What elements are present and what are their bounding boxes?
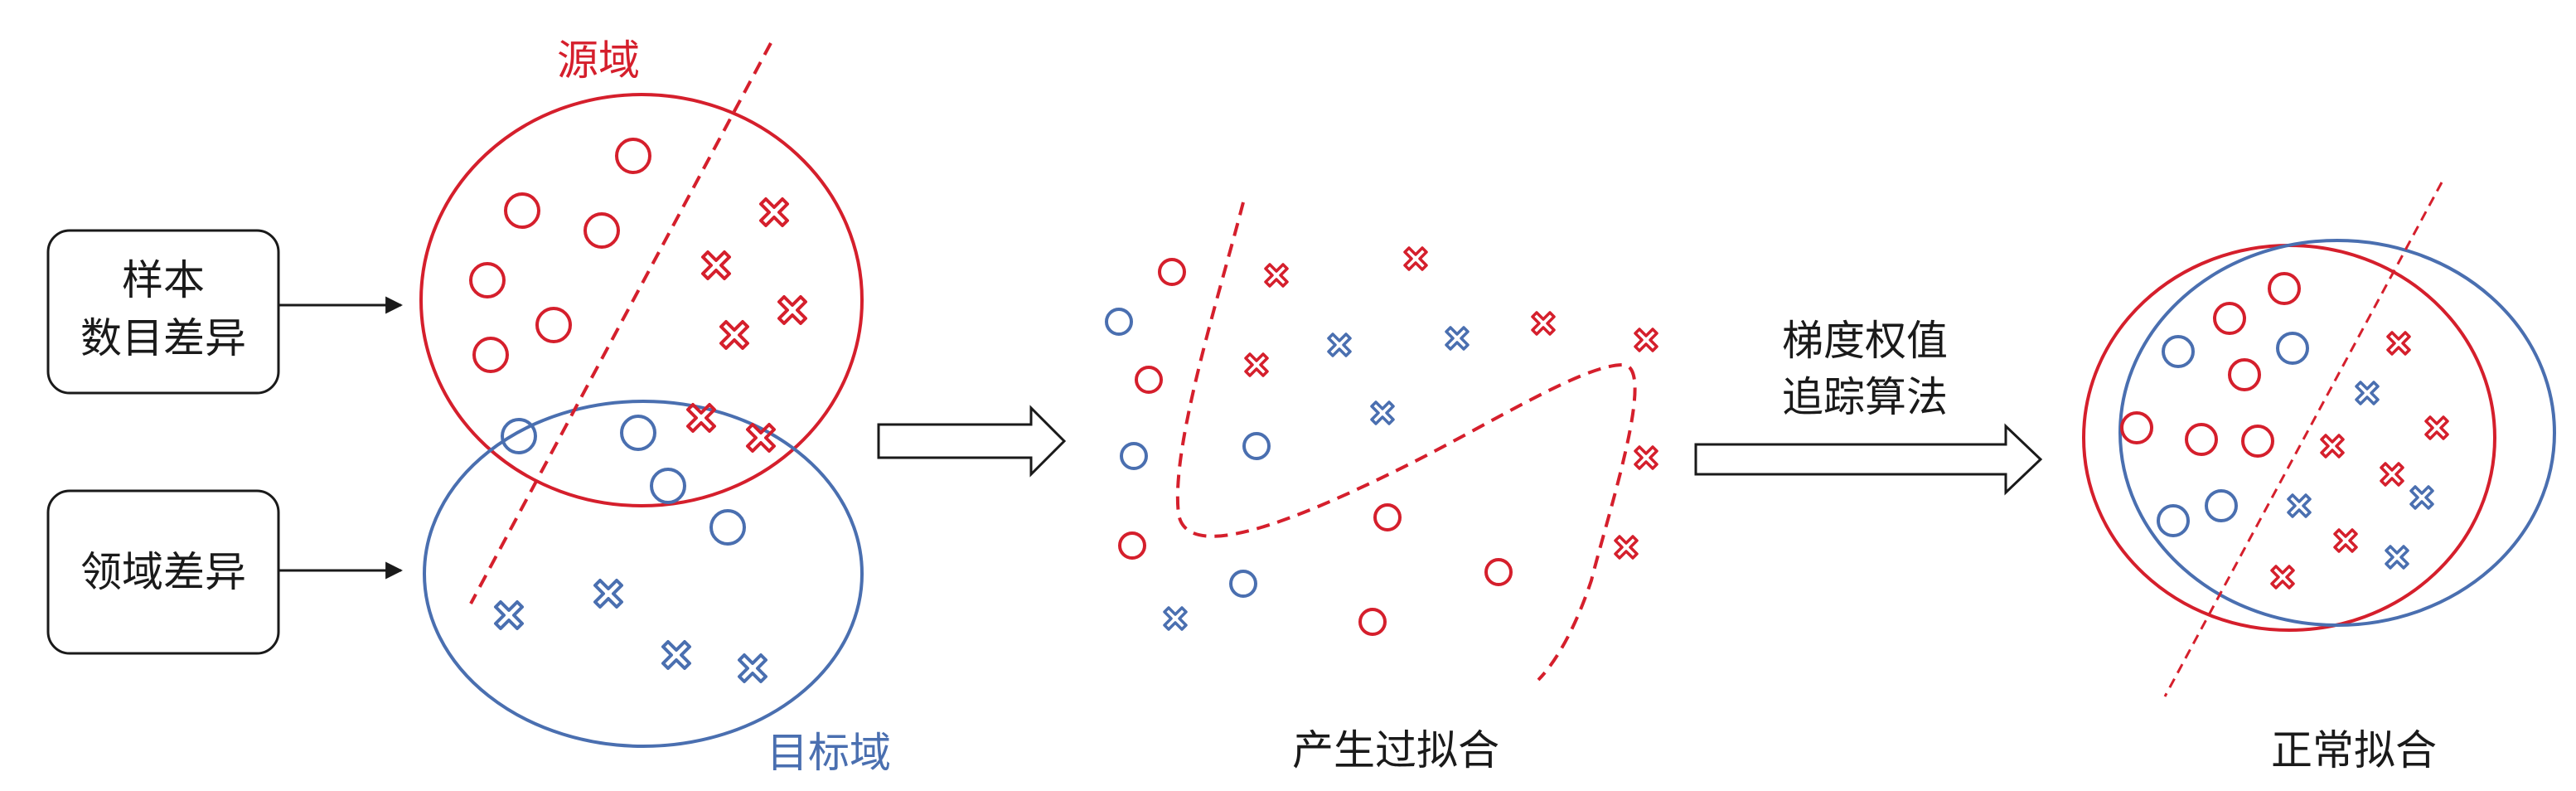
overfit-red-circles [1118, 258, 1513, 636]
method-label-line2: 追踪算法 [1782, 373, 1948, 421]
domain-diff-box: 领域差异 [46, 489, 280, 655]
overfit-blue-circles [1105, 308, 1271, 598]
method-label-line1: 梯度权值 [1782, 317, 1948, 365]
sample-diff-label-line1: 样本 [122, 256, 205, 304]
normal-decision-boundary [2163, 182, 2443, 697]
target-circle-samples [501, 415, 746, 546]
source-domain-ellipse [419, 93, 864, 507]
sample-diff-label-line2: 数目差异 [80, 314, 246, 362]
overfit-boundary [1175, 201, 1637, 682]
normal-red-crosses [2270, 331, 2449, 590]
target-domain-label: 目标域 [767, 729, 891, 777]
target-cross-samples [494, 579, 767, 683]
source-cross-samples [686, 197, 807, 453]
normal-red-circles [2120, 272, 2301, 458]
source-domain-label: 源域 [557, 36, 640, 85]
sample-count-diff-box: 样本 数目差异 [46, 229, 280, 395]
normal-fit-label: 正常拟合 [2271, 726, 2437, 774]
hollow-arrow-2 [1694, 423, 2043, 496]
source-circle-samples [469, 138, 651, 373]
normal-blue-circles [2157, 332, 2309, 537]
domain-diff-label: 领域差异 [80, 548, 246, 596]
overfit-label: 产生过拟合 [1292, 726, 1499, 774]
aligned-target-ellipse [2118, 239, 2556, 627]
target-domain-ellipse [423, 400, 864, 748]
normal-blue-crosses [2287, 381, 2434, 570]
hollow-arrow-1 [877, 405, 1067, 478]
source-decision-boundary [469, 42, 772, 604]
overfit-blue-crosses [1163, 326, 1470, 631]
